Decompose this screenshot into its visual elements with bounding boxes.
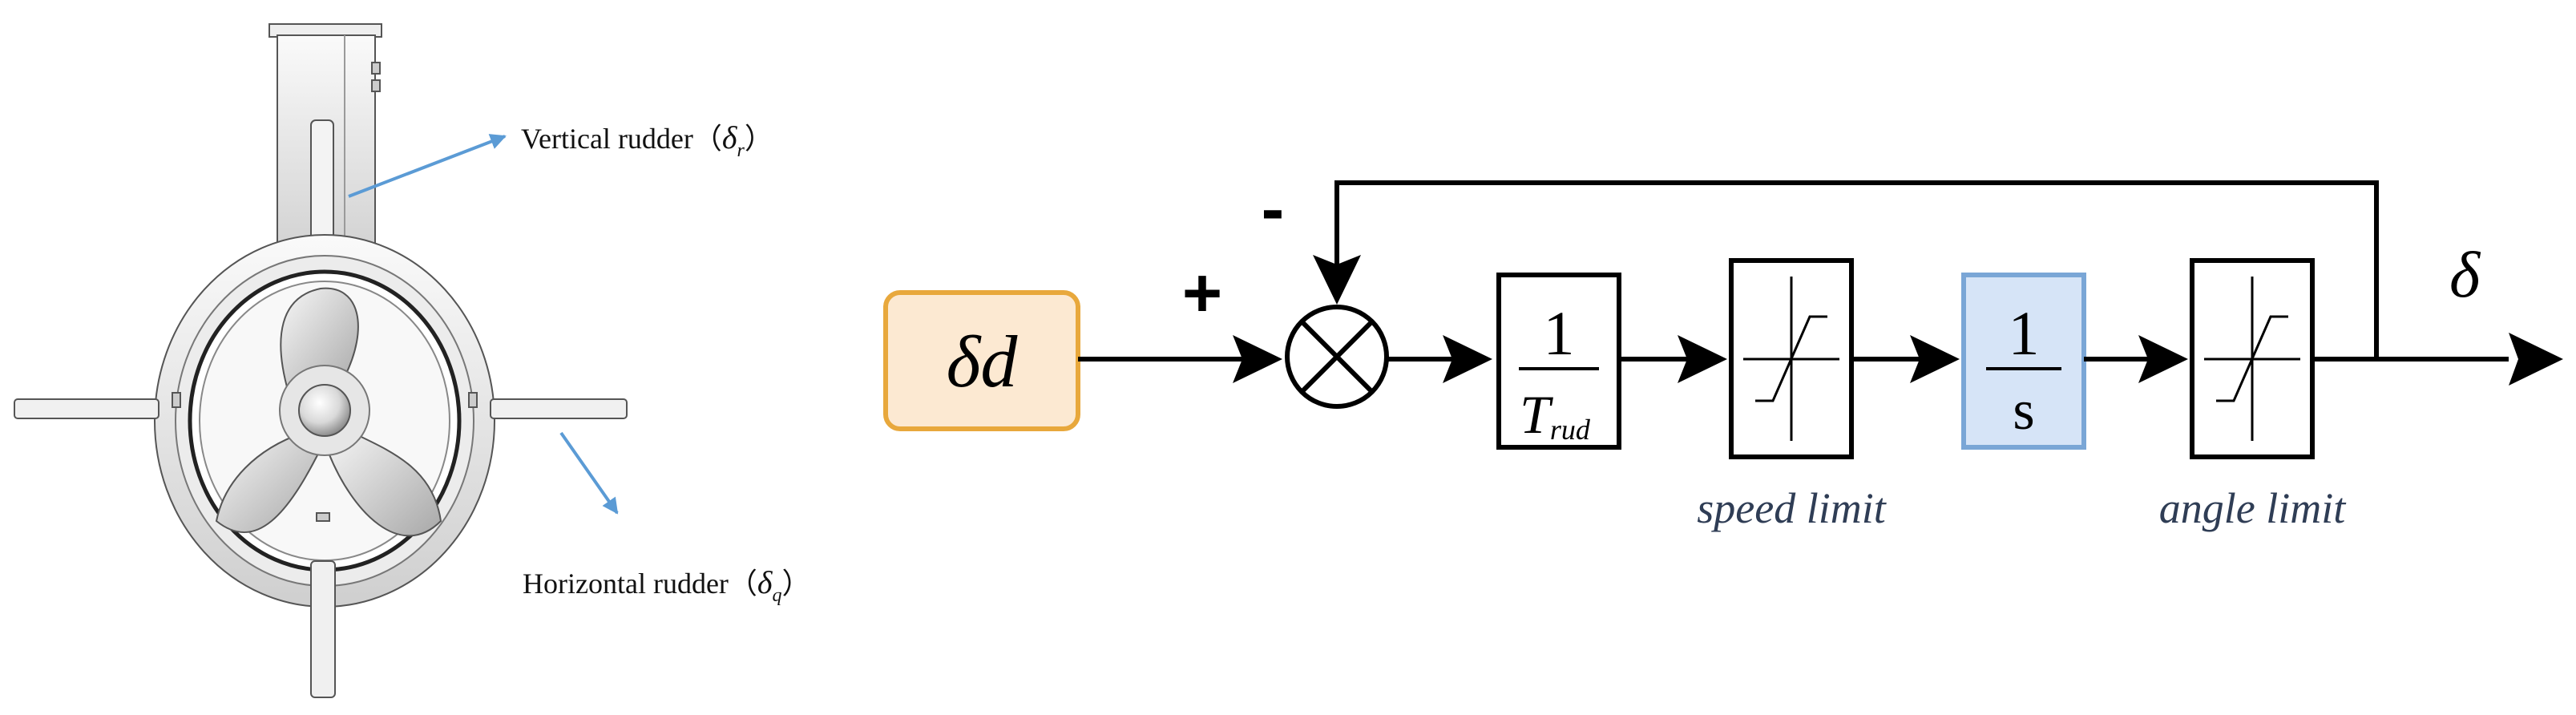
horizontal-rudder-label: Horizontal rudder（δq）	[523, 564, 811, 606]
gain-numerator: 1	[1544, 298, 1575, 368]
propeller-blade-top	[280, 287, 359, 394]
thruster-illustration	[14, 23, 628, 698]
integrator-denominator: s	[2013, 380, 2034, 442]
speed-limit-saturation-icon	[1743, 277, 1839, 441]
arrow-into-gain	[1443, 335, 1492, 383]
arrow-into-speed	[1678, 335, 1727, 383]
gain-denominator: Trud	[1520, 384, 1591, 446]
propeller-blade-left	[215, 431, 322, 533]
angle-limit-label: angle limit	[2159, 484, 2347, 532]
summing-cross-b	[1299, 319, 1375, 394]
arrow-output	[2509, 333, 2563, 386]
speed-limit-label: speed limit	[1697, 484, 1887, 532]
horizontal-rudder-left	[14, 398, 159, 419]
propeller-blade-right	[327, 427, 442, 537]
arrowheads	[1233, 255, 2563, 386]
output-label: δ	[2449, 238, 2481, 311]
horizontal-rudder-right	[490, 398, 628, 419]
arrow-feedback	[1313, 255, 1361, 305]
minus-sign: -	[1262, 171, 1285, 248]
integrator-block	[1961, 273, 2086, 450]
arrow-into-integrator	[1910, 335, 1960, 383]
horizontal-rudder-leader	[559, 431, 619, 515]
integrator-numerator: 1	[2009, 298, 2040, 368]
angle-limit-saturation-icon	[2204, 277, 2300, 441]
vertical-rudder-label: Vertical rudder（δr）	[521, 119, 773, 161]
plus-sign: +	[1182, 255, 1222, 332]
input-label: δd	[947, 321, 1019, 402]
propeller-hub	[298, 384, 351, 437]
arrow-into-sum	[1233, 335, 1282, 383]
vertical-rudder-lower	[310, 560, 336, 698]
arrow-into-angle	[2138, 335, 2188, 383]
feedback-path	[1334, 180, 2379, 359]
vertical-rudder-leader	[348, 134, 507, 198]
gain-block	[1496, 273, 1621, 450]
